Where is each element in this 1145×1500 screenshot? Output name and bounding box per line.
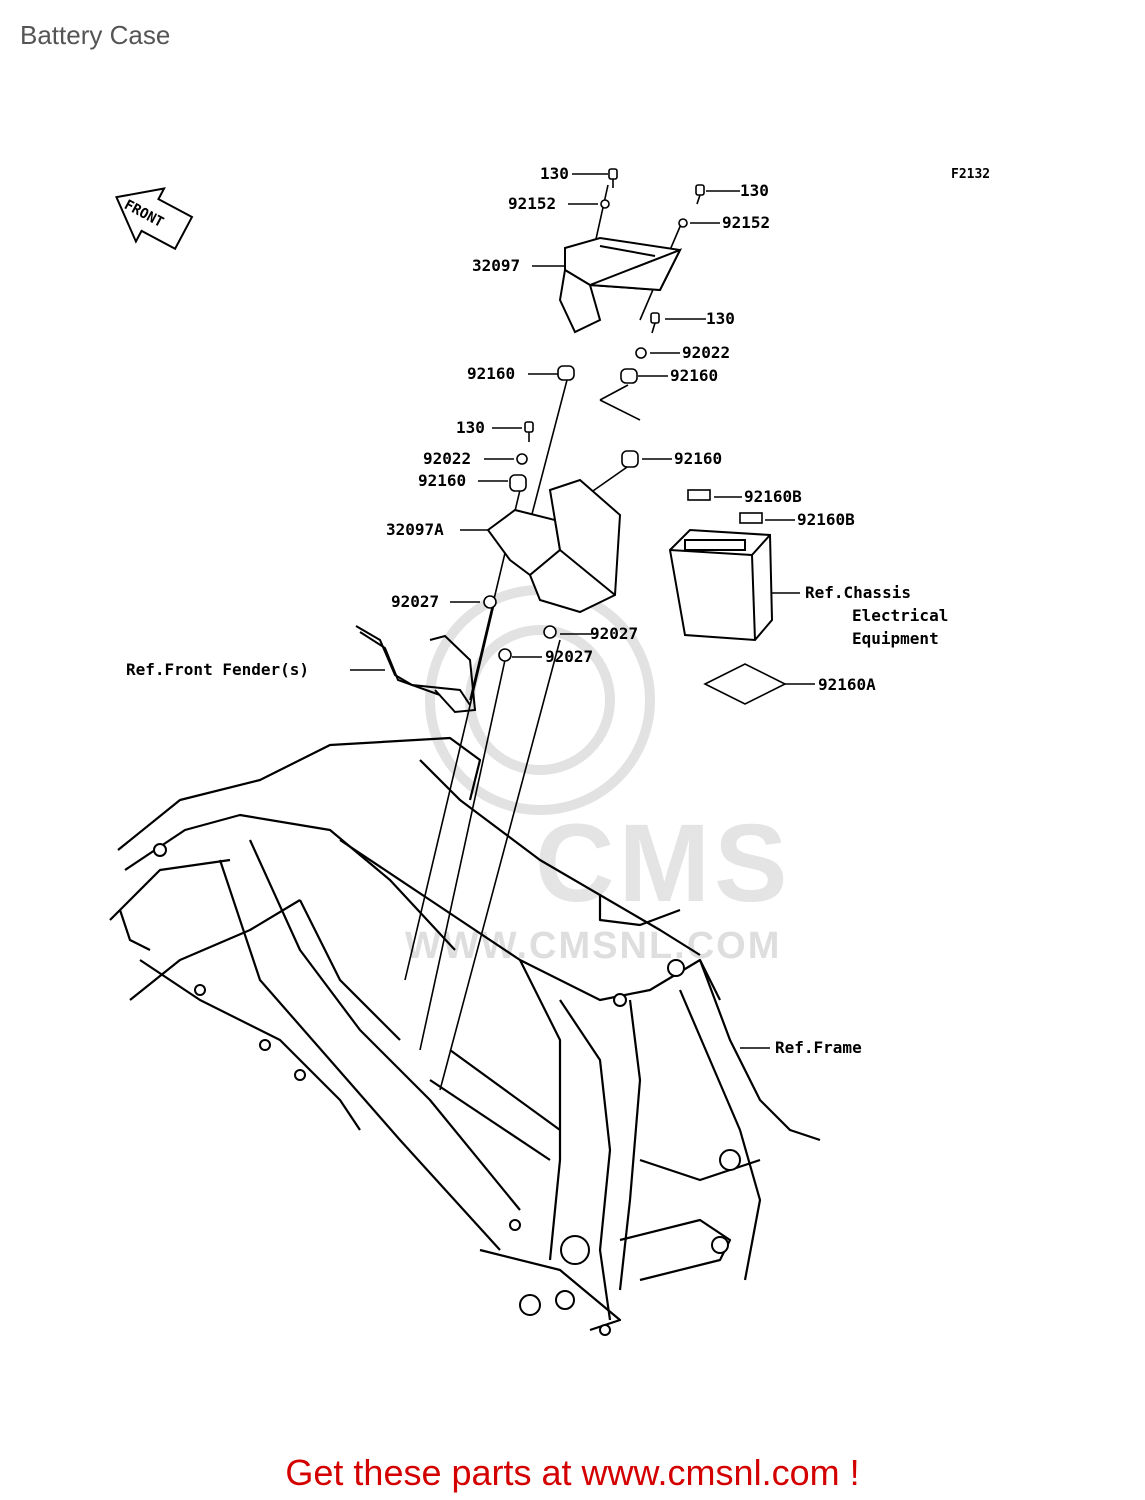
callout-ref-front-fender: Ref.Front Fender(s) <box>126 660 310 679</box>
callout-92160b-b: 92160B <box>797 510 855 529</box>
callout-92160a: 92160A <box>818 675 876 694</box>
fender-bracket <box>355 625 477 714</box>
callout-ref-chassis-electrical: Electrical <box>852 606 949 625</box>
washer-icon <box>635 347 647 359</box>
callout-92027-c: 92027 <box>545 647 594 666</box>
battery-case-cover <box>558 236 683 334</box>
callout-92027-b: 92027 <box>590 624 639 643</box>
frame-holes <box>153 843 741 1336</box>
callout-130-a: 130 <box>540 164 569 183</box>
battery-pad-icon <box>703 663 787 705</box>
bolt-icon <box>695 184 705 205</box>
callout-ref-frame: Ref.Frame <box>775 1038 862 1057</box>
washer-icon <box>600 199 610 209</box>
washer-icon <box>678 218 688 228</box>
callout-130-c: 130 <box>706 309 735 328</box>
grommet-icon <box>621 450 639 468</box>
watermark-url: WWW.CMSNL.COM <box>405 925 782 967</box>
callout-ref-chassis-equipment: Equipment <box>852 629 939 648</box>
callout-92152-b: 92152 <box>722 213 771 232</box>
bolt-icon <box>524 421 534 442</box>
grommet-icon <box>620 368 638 384</box>
pad-icon <box>739 512 763 524</box>
watermark-circle <box>425 585 655 815</box>
front-arrow-icon: FRONT <box>115 187 194 251</box>
figure-code: F2132 <box>951 167 991 182</box>
callout-92160-a: 92160 <box>467 364 516 383</box>
bolt-icon <box>608 168 618 188</box>
callout-130-d: 130 <box>456 418 485 437</box>
callout-92152-a: 92152 <box>508 194 557 213</box>
callout-130-b: 130 <box>740 181 769 200</box>
battery-case <box>486 478 622 614</box>
pad-icon <box>687 489 711 501</box>
callout-ref-chassis: Ref.Chassis <box>805 583 911 602</box>
nut-icon <box>543 625 557 639</box>
nut-icon <box>498 648 512 662</box>
watermark-logo: CMS <box>535 802 792 925</box>
nut-icon <box>483 595 497 609</box>
grommet-icon <box>509 474 527 492</box>
callout-92160b-a: 92160B <box>744 487 802 506</box>
callout-92022-a: 92022 <box>682 343 731 362</box>
callout-92027-a: 92027 <box>391 592 440 611</box>
callout-92160-d: 92160 <box>674 449 723 468</box>
footer-shop-link[interactable]: Get these parts at www.cmsnl.com ! <box>285 1452 860 1493</box>
hardware-parts <box>483 168 787 705</box>
motorcycle-frame <box>109 736 821 1332</box>
callout-32097a: 32097A <box>386 520 444 539</box>
bolt-icon <box>650 312 660 334</box>
washer-icon <box>516 453 528 465</box>
callout-92160-c: 92160 <box>418 471 467 490</box>
callout-92022-b: 92022 <box>423 449 472 468</box>
callout-92160-b: 92160 <box>670 366 719 385</box>
callout-32097: 32097 <box>472 256 521 275</box>
grommet-icon <box>557 365 575 381</box>
battery-icon <box>668 528 774 642</box>
page-title: Battery Case <box>20 20 171 50</box>
